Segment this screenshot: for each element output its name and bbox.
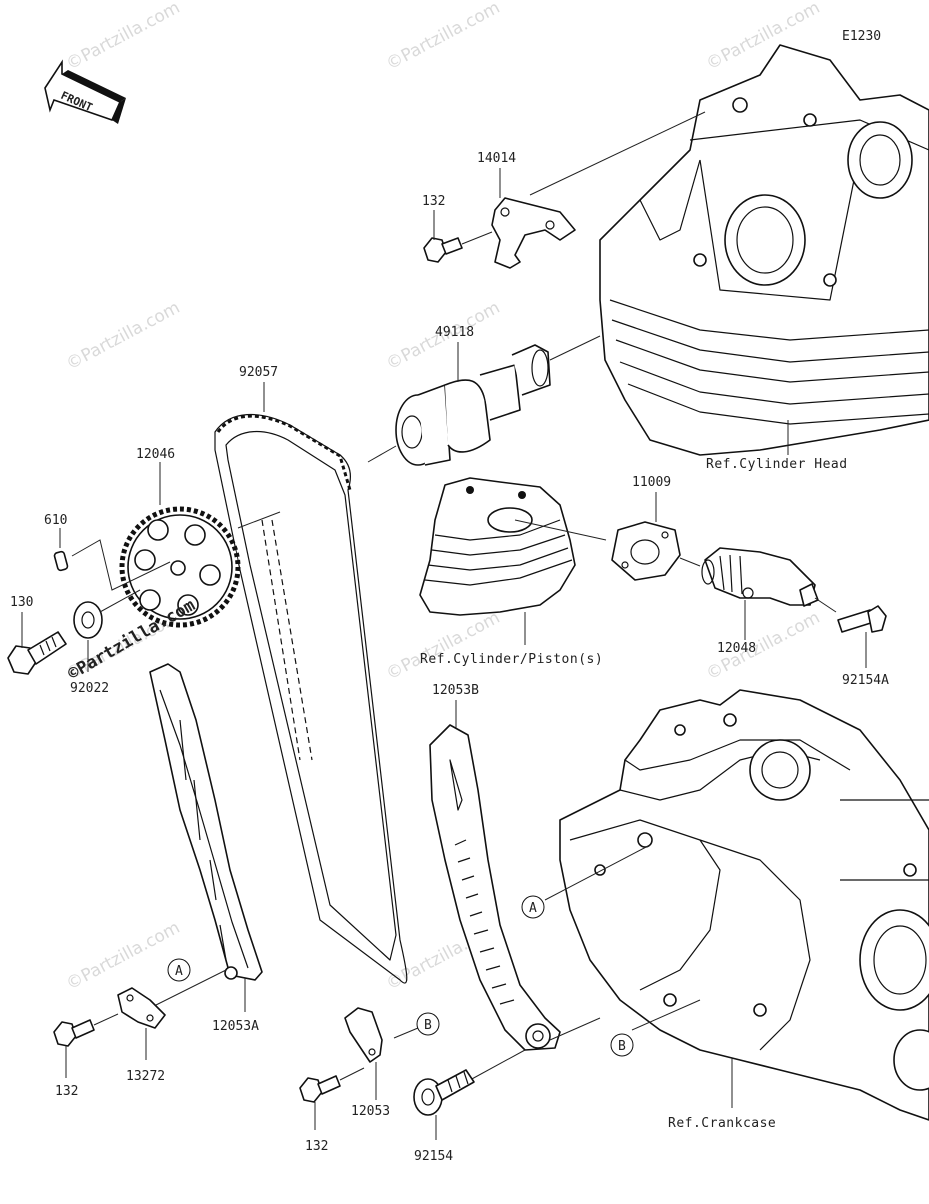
marker-a-right-label: A (529, 901, 537, 916)
bolt-92154 (413, 1069, 475, 1116)
camshaft-49118 (395, 344, 551, 466)
part-label-132-bottom-left: 132 (55, 1084, 78, 1099)
watermark: ©Partzilla.com (63, 0, 183, 74)
guide-12053 (344, 1007, 383, 1063)
part-label-14014: 14014 (477, 151, 516, 166)
part-label-130: 130 (10, 595, 33, 610)
part-label-49118: 49118 (435, 325, 474, 340)
part-label-11009: 11009 (632, 475, 671, 490)
ref-cylinder-piston: Ref.Cylinder/Piston(s) (420, 652, 603, 667)
marker-a-right: A (521, 895, 545, 919)
part-label-92154a: 92154A (842, 673, 889, 688)
gasket-11009 (611, 521, 681, 581)
bolt-132-top (423, 237, 463, 263)
part-label-12053: 12053 (351, 1104, 390, 1119)
part-label-12048: 12048 (717, 641, 756, 656)
cylinder-piston-drawing (419, 477, 576, 616)
part-label-92057: 92057 (239, 365, 278, 380)
part-label-132-bottom-middle: 132 (305, 1139, 328, 1154)
part-label-92022: 92022 (70, 681, 109, 696)
bracket-14014 (491, 197, 576, 269)
part-label-12053b: 12053B (432, 683, 479, 698)
cylinder-head-drawing (599, 44, 929, 456)
plate-13272 (117, 987, 166, 1029)
watermark: ©Partzilla.com (383, 0, 503, 74)
pin-610 (53, 550, 69, 572)
marker-b-mid-label: B (424, 1018, 432, 1033)
timing-chain-92057 (214, 414, 408, 984)
bolt-132-bottom-middle (299, 1075, 341, 1103)
marker-a-left-label: A (175, 964, 183, 979)
tensioner-12048 (701, 547, 819, 607)
front-arrow-icon: FRONT (44, 59, 126, 124)
marker-b-right: B (610, 1033, 634, 1057)
chain-guide-12053a (149, 663, 263, 981)
marker-b-right-label: B (618, 1039, 626, 1054)
marker-a-left: A (167, 958, 191, 982)
ref-crankcase: Ref.Crankcase (668, 1116, 776, 1131)
watermark: ©Partzilla.com (383, 608, 503, 685)
diagram-code: E1230 (842, 29, 881, 44)
part-label-12046: 12046 (136, 447, 175, 462)
part-label-12053a: 12053A (212, 1019, 259, 1034)
bolt-130 (7, 631, 67, 675)
sprocket-12046 (119, 506, 241, 628)
bolt-92154a (837, 605, 887, 633)
part-label-13272: 13272 (126, 1069, 165, 1084)
washer-92022 (73, 601, 103, 639)
marker-b-mid: B (416, 1012, 440, 1036)
crankcase-drawing (559, 689, 929, 1121)
part-label-610: 610 (44, 513, 67, 528)
chain-guide-12053b (429, 724, 561, 1051)
part-label-132-top: 132 (422, 194, 445, 209)
part-label-92154: 92154 (414, 1149, 453, 1164)
ref-cylinder-head: Ref.Cylinder Head (706, 457, 848, 472)
bolt-132-bottom-left (53, 1019, 95, 1047)
watermark: ©Partzilla.com (63, 918, 183, 995)
watermark: ©Partzilla.com (63, 298, 183, 375)
